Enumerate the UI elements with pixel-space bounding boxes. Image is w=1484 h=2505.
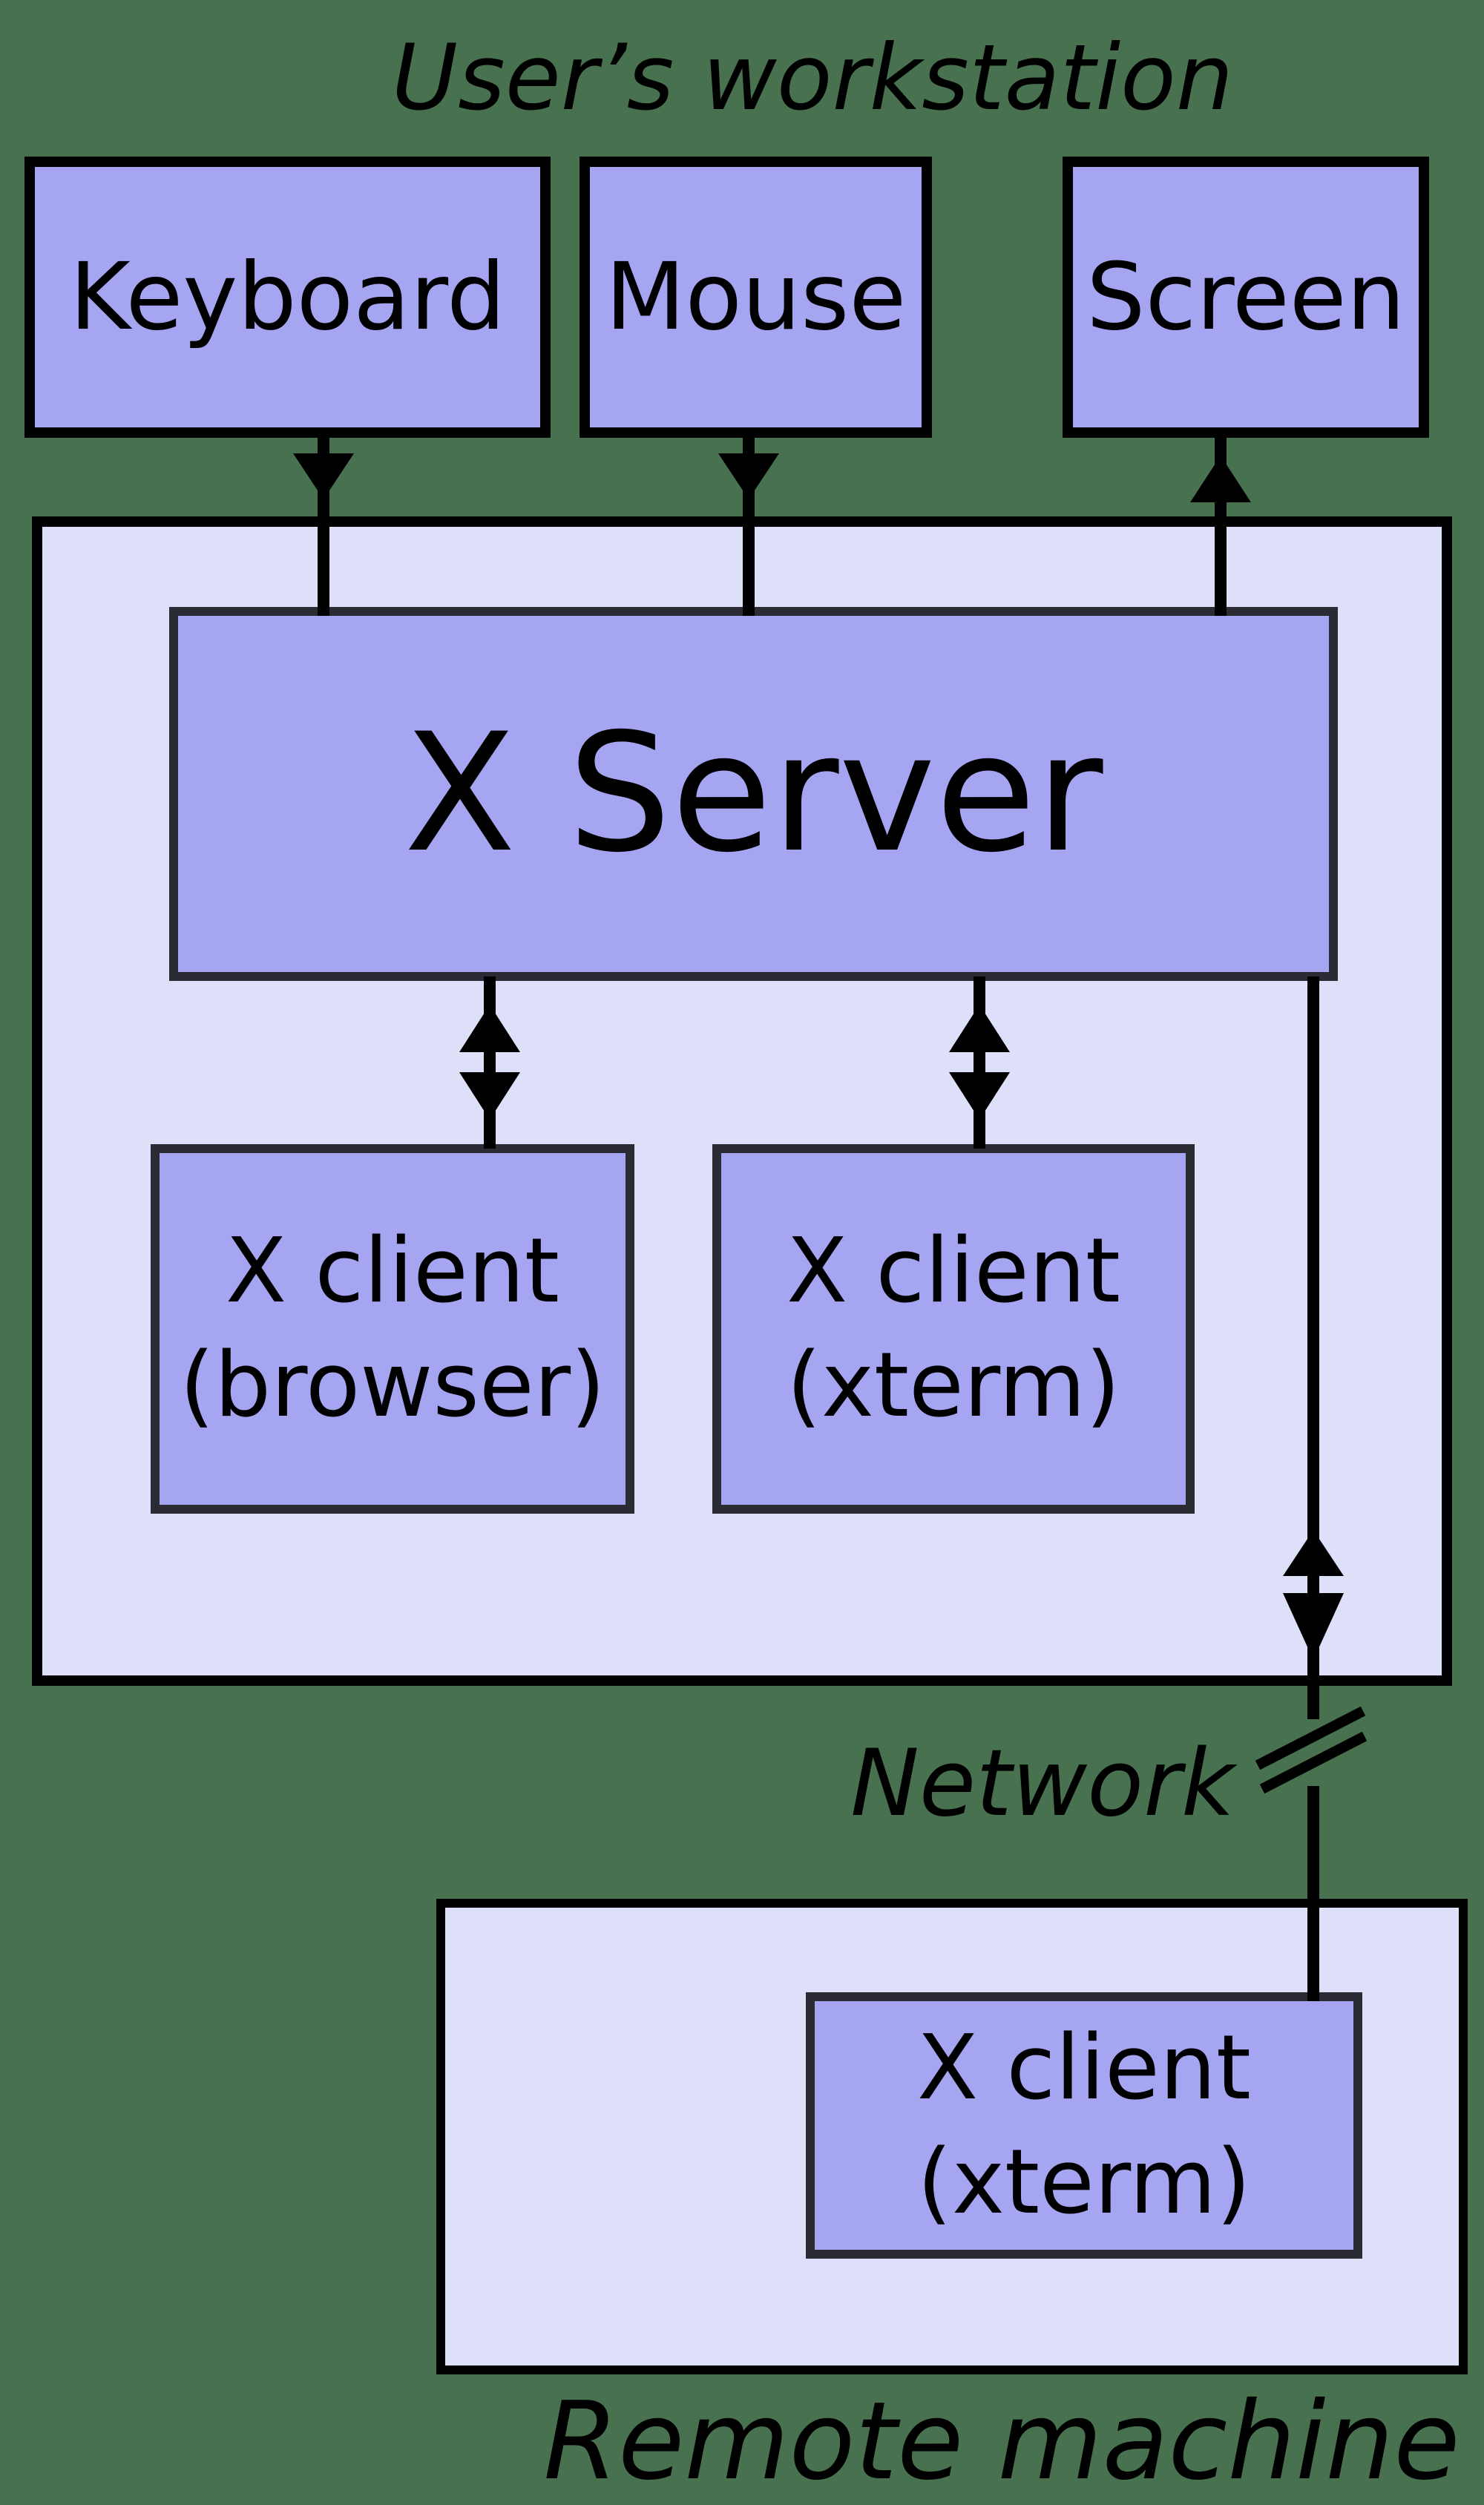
keyboard-node: Keyboard <box>24 157 551 438</box>
remote-x-client-label: X client (xterm) <box>917 2012 1251 2239</box>
x-server-node: X Server <box>169 607 1338 981</box>
screen-node: Screen <box>1063 157 1429 438</box>
x-client-xterm-line2: (xterm) <box>787 1334 1120 1437</box>
mouse-node: Mouse <box>580 157 932 438</box>
screen-label: Screen <box>1086 243 1405 351</box>
x-client-browser-line1: X client <box>226 1220 559 1324</box>
arrow-down-icon <box>718 453 779 499</box>
x-client-xterm-line1: X client <box>787 1220 1120 1324</box>
x-client-browser-node: X client (browser) <box>151 1144 634 1514</box>
remote-x-client-line2: (xterm) <box>917 2130 1251 2234</box>
remote-x-client-line1: X client <box>917 2016 1251 2120</box>
x-client-xterm-node: X client (xterm) <box>712 1144 1195 1514</box>
keyboard-label: Keyboard <box>69 243 506 351</box>
arrow-up-icon <box>1190 456 1251 502</box>
remote-x-client-node: X client (xterm) <box>806 1992 1362 2259</box>
users-workstation-caption: User’s workstation <box>391 25 1234 131</box>
x-client-browser-line2: (browser) <box>180 1334 605 1437</box>
x-server-label: X Server <box>404 698 1103 889</box>
mouse-label: Mouse <box>605 243 907 351</box>
network-caption: Network <box>850 1730 1235 1837</box>
network-break-icon <box>1255 1706 1368 1794</box>
x-client-browser-label: X client (browser) <box>180 1215 605 1442</box>
x-client-xterm-label: X client (xterm) <box>787 1215 1120 1442</box>
remote-machine-caption: Remote machine <box>543 2379 1460 2504</box>
arrow-down-icon <box>293 453 354 499</box>
